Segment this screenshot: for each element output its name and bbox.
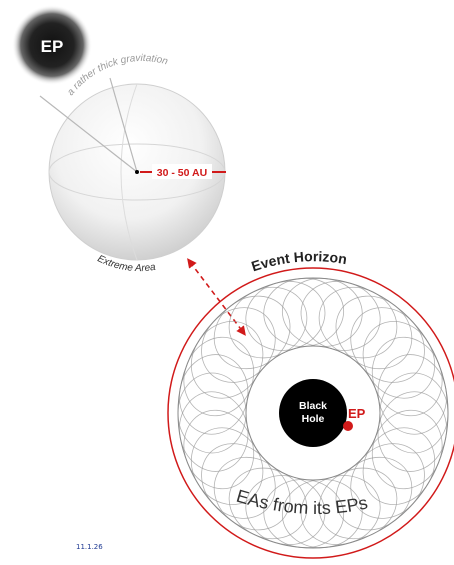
black-hole-label-line1: Black: [299, 400, 327, 412]
ep-dot-label: EP: [348, 406, 366, 421]
sphere-meridian: [120, 83, 138, 261]
sphere-ray-1: [39, 95, 138, 173]
ea-ring-edge: [177, 277, 449, 549]
ea-loop: [177, 372, 247, 454]
radius-label: 30 - 50 AU: [157, 167, 207, 179]
ea-loop: [263, 277, 345, 347]
ea-loop: [379, 372, 449, 454]
extreme-area-sphere: 30 - 50 AU a rather thick gravitation Ex…: [39, 53, 226, 274]
sphere-ray-2: [109, 77, 138, 173]
black-hole-label-line2: Hole: [302, 413, 325, 425]
ep-badge: EP: [12, 5, 92, 85]
radius-label-bg: [152, 164, 212, 179]
footer-date: 11.1.26: [76, 543, 103, 551]
ea-loop: [201, 307, 276, 383]
event-horizon-title: Event Horizon: [249, 248, 348, 274]
ea-loop: [213, 295, 291, 370]
ea-loop: [350, 307, 425, 383]
ep-badge-label: EP: [41, 37, 64, 56]
ea-loop: [335, 456, 413, 531]
event-horizon-title-text: Event Horizon: [249, 248, 348, 274]
ea-loop: [228, 286, 308, 359]
black-hole-diagram: Black Hole EP Event Horizon EAs from its…: [167, 248, 454, 559]
distance-arrow: [187, 258, 246, 336]
ea-ring-loops: [177, 277, 449, 549]
sphere-center-dot: [135, 170, 139, 174]
ea-loop: [350, 443, 425, 519]
ep-dot: [343, 421, 353, 431]
ea-loop: [318, 286, 398, 359]
ep-glow-circle: [12, 5, 92, 85]
ea-loop: [335, 295, 413, 370]
event-horizon-circle: [167, 267, 454, 559]
ea-loop: [281, 277, 363, 347]
ea-ring-edge: [245, 345, 381, 481]
ea-loop: [201, 443, 276, 519]
black-hole: [279, 379, 347, 447]
